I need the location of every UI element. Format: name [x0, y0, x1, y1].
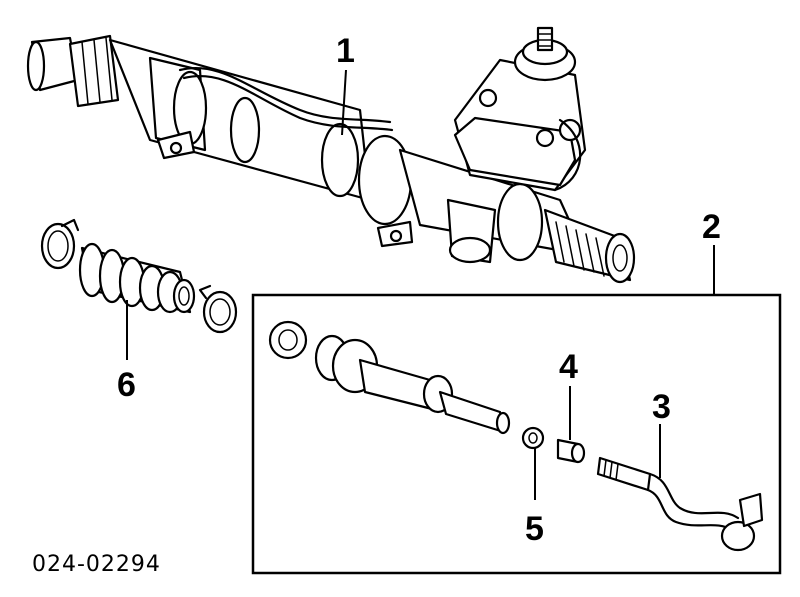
callout-1: 1: [336, 32, 355, 70]
steering-rack-assembly: [26, 26, 636, 284]
callout-4: 4: [559, 348, 578, 386]
leader-lines: [126, 69, 715, 500]
leader-1: [341, 69, 347, 136]
callout-5: 5: [525, 510, 544, 548]
tie-rod-kit-parts: [268, 320, 764, 552]
callout-6: 6: [117, 366, 136, 404]
tie-rod-kit-box: [251, 293, 782, 575]
diagram-part-number: 024-02294: [32, 552, 161, 577]
callout-2: 2: [702, 208, 721, 246]
rack-boot-kit: [40, 218, 238, 334]
callout-3: 3: [652, 388, 671, 426]
